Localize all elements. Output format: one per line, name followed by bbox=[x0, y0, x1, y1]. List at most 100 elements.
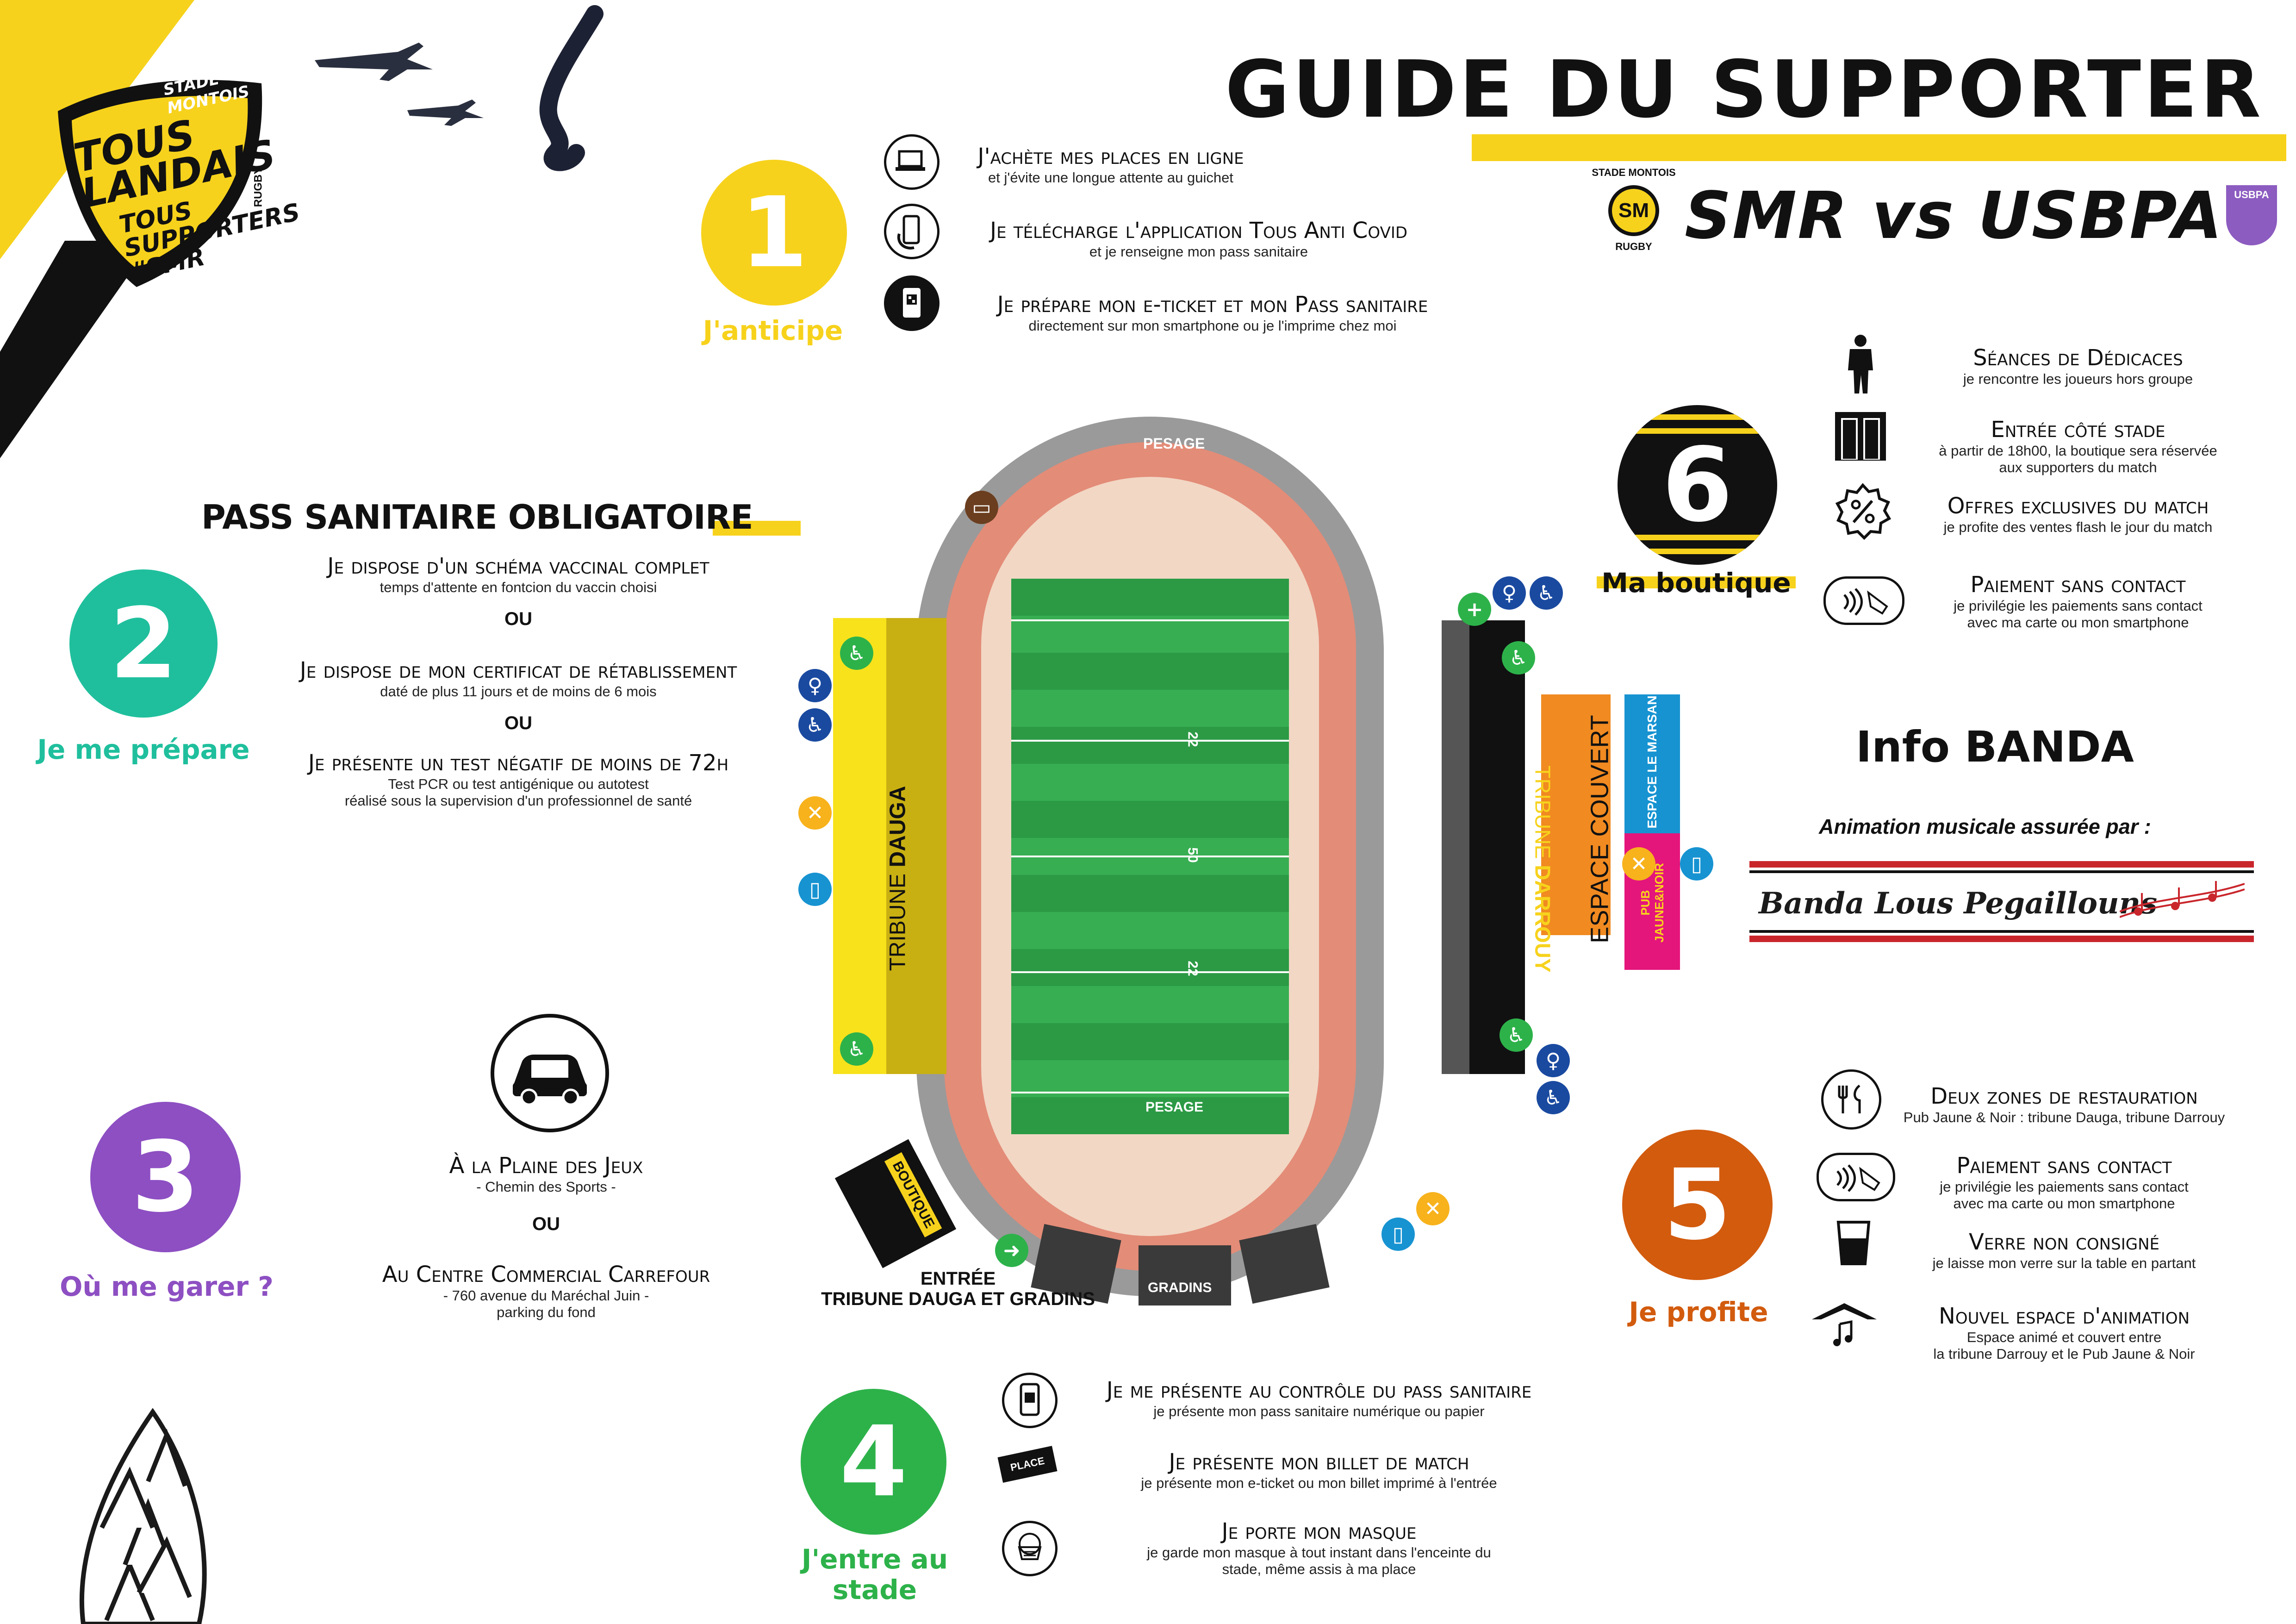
step3-item1-sub: - Chemin des Sports - bbox=[476, 1179, 616, 1195]
tribune-dauga: TRIBUNE DAUGA bbox=[885, 786, 911, 971]
field-mark-22-top: 22 bbox=[1185, 731, 1201, 747]
phone-icon bbox=[884, 204, 940, 259]
step4-item1-sub: je présente mon pass sanitaire numérique… bbox=[1153, 1403, 1485, 1419]
stadium-pesage-top: PESAGE bbox=[1143, 435, 1205, 452]
smr-logo-bottom: RUGBY bbox=[1615, 241, 1652, 252]
tribune-darrouy-name: DARROUY bbox=[1531, 865, 1555, 973]
stadium-map bbox=[833, 417, 1611, 1305]
banda-title: Info BANDA bbox=[1856, 722, 2134, 772]
wheelchair-icon: ♿ bbox=[1530, 576, 1563, 610]
step6-item4-sub2: avec ma carte ou mon smartphone bbox=[1967, 614, 2189, 631]
page-title: Guide du supporter bbox=[1225, 44, 2264, 136]
step5-item4-sub1: Espace animé et couvert entre bbox=[1966, 1329, 2162, 1345]
step6-label: Ma boutique bbox=[1601, 567, 1791, 599]
step2-item3-sub2: réalisé sous la supervision d'un profess… bbox=[344, 793, 692, 809]
mask-icon bbox=[1002, 1521, 1058, 1576]
tribune-darrouy: TRIBUNE DARROUY bbox=[1531, 765, 1556, 972]
step3-item2-title: Au Centre Commercial Carrefour bbox=[382, 1262, 710, 1287]
food-icon: ✕ bbox=[798, 796, 832, 830]
usbpa-logo-text: USBPA bbox=[2234, 189, 2269, 200]
step6-circle: 6 bbox=[1618, 405, 1777, 565]
step6-item4-sub1: je privilégie les paiements sans contact bbox=[1954, 598, 2203, 614]
wheelchair-icon: ♿ bbox=[1500, 1018, 1533, 1052]
step3-label: Où me garer ? bbox=[60, 1271, 274, 1302]
step6-item2-title: Entrée côté stade bbox=[1991, 417, 2165, 443]
step5-label: Je profite bbox=[1629, 1296, 1768, 1328]
espace-marsan-text: ESPACE LE MARSAN bbox=[1645, 695, 1659, 829]
step6-item1-sub: je rencontre les joueurs hors groupe bbox=[1963, 371, 2193, 387]
step1-label: J'anticipe bbox=[703, 315, 843, 346]
field-mark-50: 50 bbox=[1185, 847, 1201, 863]
car-icon bbox=[491, 1014, 609, 1132]
step6-item3-title: Offres exclusives du match bbox=[1947, 493, 2209, 519]
drink-icon: ▯ bbox=[1680, 847, 1713, 881]
step2-item1-title: Je dispose d'un schéma vaccinal complet bbox=[327, 553, 709, 579]
step6-item2-sub2: aux supporters du match bbox=[1999, 459, 2157, 475]
pass-heading-underline bbox=[713, 521, 801, 536]
contactless-icon bbox=[1823, 576, 1904, 625]
door-icon bbox=[1833, 410, 1888, 463]
usbpa-logo: USBPA bbox=[2226, 185, 2277, 245]
step4-item3-sub2: stade, même assis à ma place bbox=[1222, 1561, 1416, 1577]
entree-line1: ENTRÉE bbox=[920, 1268, 996, 1289]
step3-number: 3 bbox=[90, 1102, 241, 1252]
cup-icon bbox=[1833, 1218, 1874, 1273]
step2-item2-title: Je dispose de mon certificat de rétablis… bbox=[299, 657, 737, 683]
ticket-place-text: PLACE bbox=[1009, 1455, 1045, 1474]
banda-banner: Banda Lous Pegaillouns bbox=[1749, 861, 2254, 942]
step5-item3-title: Verre non consigné bbox=[1968, 1229, 2159, 1255]
pinecone-icon bbox=[79, 1408, 207, 1624]
step4-item3-title: Je porte mon masque bbox=[1221, 1518, 1417, 1544]
step1-item3-sub: directement sur mon smartphone ou je l'i… bbox=[1028, 318, 1397, 334]
toilets-icon: ♀ bbox=[1493, 576, 1526, 610]
exit-icon: ➜ bbox=[995, 1234, 1028, 1267]
contactless-icon bbox=[1817, 1153, 1895, 1201]
step3-item1-title: À la Plaine des Jeux bbox=[449, 1153, 643, 1179]
step1-item3-title: Je prépare mon e-ticket et mon Pass sani… bbox=[997, 292, 1428, 318]
step5-item2-sub2: avec ma carte ou mon smartphone bbox=[1953, 1195, 2175, 1212]
step4-item2-sub: je présente mon e-ticket ou mon billet i… bbox=[1141, 1475, 1497, 1491]
qr-phone-icon bbox=[884, 275, 940, 331]
cutlery-icon bbox=[1821, 1069, 1881, 1130]
pub-line2: JAUNE&NOIR bbox=[1652, 863, 1666, 943]
food-icon: ✕ bbox=[1416, 1192, 1450, 1225]
smr-logo: STADE MONTOIS SM RUGBY bbox=[1587, 167, 1680, 259]
wheelchair-icon: ♿ bbox=[840, 637, 873, 670]
step4-label-line2: stade bbox=[832, 1574, 917, 1605]
step1-number: 1 bbox=[701, 160, 847, 306]
step4-item3-sub1: je garde mon masque à tout instant dans … bbox=[1147, 1544, 1491, 1561]
step6-item2-sub1: à partir de 18h00, la boutique sera rése… bbox=[1939, 443, 2217, 459]
tent-icon bbox=[1807, 1296, 1881, 1352]
step5-item3-sub: je laisse mon verre sur la table en part… bbox=[1932, 1255, 2196, 1271]
step5-item4-sub2: la tribune Darrouy et le Pub Jaune & Noi… bbox=[1933, 1346, 2195, 1362]
stadium-pesage-bottom: PESAGE bbox=[1145, 1099, 1204, 1115]
match-title: SMR vs USBPA bbox=[1685, 178, 2223, 254]
espace-couvert: ESPACE COUVERT bbox=[1586, 715, 1614, 943]
step1-item2-sub: et je renseigne mon pass sanitaire bbox=[1089, 244, 1308, 260]
wheelchair-icon: ♿ bbox=[840, 1032, 873, 1066]
step5-item4-title: Nouvel espace d'animation bbox=[1938, 1303, 2190, 1329]
step3-or: OU bbox=[532, 1214, 560, 1234]
screen-icon: ▭ bbox=[965, 491, 998, 524]
step5-item2-sub1: je privilégie les paiements sans contact bbox=[1940, 1179, 2189, 1195]
step2-label: Je me prépare bbox=[37, 734, 250, 765]
step5-number: 5 bbox=[1622, 1130, 1773, 1280]
step5-item1-sub: Pub Jaune & Noir : tribune Dauga, tribun… bbox=[1903, 1109, 2225, 1125]
step2-item1-sub: temps d'attente en fontcion du vaccin ch… bbox=[380, 579, 657, 595]
gradins-label: GRADINS bbox=[1148, 1280, 1212, 1295]
step6-label-underline bbox=[1597, 576, 1796, 588]
food-icon: ✕ bbox=[1622, 847, 1655, 881]
tribune-dauga-prefix: TRIBUNE bbox=[885, 867, 910, 971]
step2-number: 2 bbox=[69, 569, 218, 718]
step2-item2-sub: daté de plus 11 jours et de moins de 6 m… bbox=[380, 683, 657, 700]
wheelchair-icon: ♿ bbox=[1537, 1081, 1570, 1114]
jet-icon bbox=[315, 43, 484, 126]
toilets-icon: ♀ bbox=[1537, 1044, 1570, 1077]
step4-number: 4 bbox=[801, 1389, 946, 1535]
banda-name: Banda Lous Pegaillouns bbox=[1759, 886, 2158, 921]
player-icon bbox=[1844, 333, 1877, 398]
step2-item3-title: Je présente un test négatif de moins de … bbox=[308, 750, 729, 776]
step3-item2-sub2: parking du fond bbox=[497, 1304, 596, 1320]
step2-or-2: OU bbox=[504, 713, 532, 733]
step4-item2-title: Je présente mon billet de match bbox=[1169, 1449, 1469, 1475]
